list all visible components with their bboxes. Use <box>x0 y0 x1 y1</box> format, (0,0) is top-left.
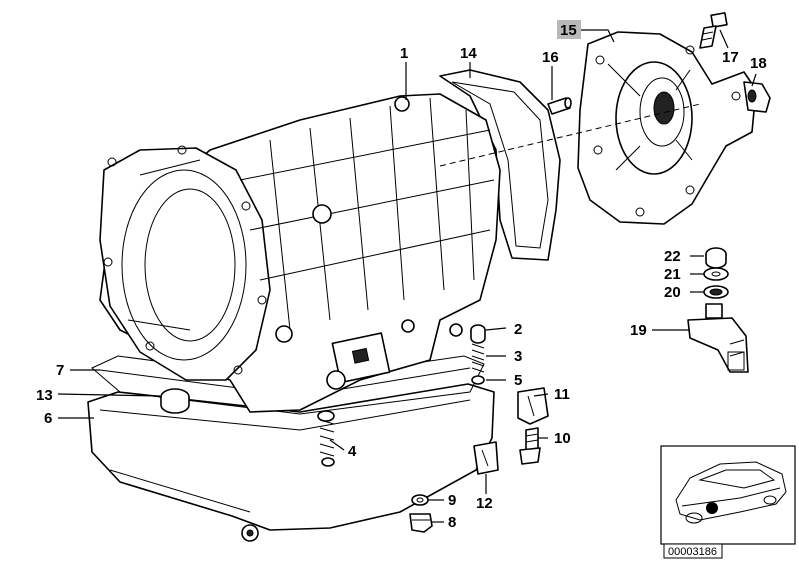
oil-pan <box>87 383 495 542</box>
drain-plug-8 <box>409 513 433 533</box>
callout-labels: 1 2 3 4 5 6 7 8 9 10 11 12 13 14 15 16 1… <box>36 20 767 531</box>
reference-number: 00003186 <box>668 546 717 558</box>
nut-22 <box>705 247 727 269</box>
callout-11[interactable]: 11 <box>554 386 570 403</box>
extension-housing <box>577 31 757 225</box>
callout-15[interactable]: 15 <box>560 22 577 39</box>
callout-18[interactable]: 18 <box>750 55 767 72</box>
transmission-mount-19 <box>687 303 749 373</box>
dowel-16 <box>547 97 572 115</box>
car-location-inset: 00003186 <box>660 445 796 559</box>
callout-8[interactable]: 8 <box>448 514 456 531</box>
callout-3[interactable]: 3 <box>514 348 522 365</box>
drain-plug-13 <box>160 388 190 414</box>
washer-9 <box>411 494 429 506</box>
sensor-plug-18 <box>743 81 771 113</box>
callout-20[interactable]: 20 <box>664 284 681 301</box>
callout-1[interactable]: 1 <box>400 45 408 62</box>
spring-4 <box>317 410 335 467</box>
clip-11 <box>517 387 549 425</box>
callout-2[interactable]: 2 <box>514 321 522 338</box>
callout-16[interactable]: 16 <box>542 49 559 66</box>
callout-14[interactable]: 14 <box>460 45 477 62</box>
filter-parts-2-3-5 <box>470 324 486 385</box>
callout-22[interactable]: 22 <box>664 248 681 265</box>
callout-4[interactable]: 4 <box>348 443 357 460</box>
bolt-10 <box>519 427 541 465</box>
callout-10[interactable]: 10 <box>554 430 571 447</box>
washer-20 <box>703 285 729 299</box>
callout-5[interactable]: 5 <box>514 372 522 389</box>
callout-13[interactable]: 13 <box>36 387 53 404</box>
callout-17[interactable]: 17 <box>722 49 739 66</box>
transmission-housing <box>99 93 501 413</box>
callout-21[interactable]: 21 <box>664 266 681 283</box>
callout-15-highlight <box>557 20 581 39</box>
callout-7[interactable]: 7 <box>56 362 64 379</box>
bolt-17 <box>699 12 728 49</box>
washer-21 <box>703 267 729 281</box>
callout-19[interactable]: 19 <box>630 322 647 339</box>
callout-12[interactable]: 12 <box>476 495 493 512</box>
car-location-icon <box>675 461 787 524</box>
callout-9[interactable]: 9 <box>448 492 456 509</box>
leader-lines <box>57 29 757 523</box>
callout-6[interactable]: 6 <box>44 410 52 427</box>
clip-12 <box>473 441 499 475</box>
